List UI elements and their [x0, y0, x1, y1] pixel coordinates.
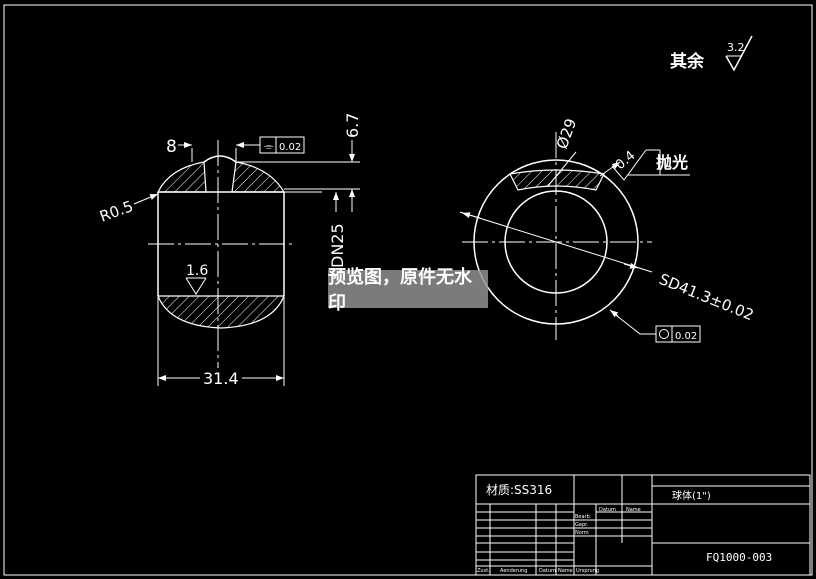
ball-bore-circle: [504, 190, 608, 294]
norm-label: Norm: [575, 530, 589, 536]
roundness-leader: [611, 311, 656, 335]
aenderung-label: Aenderung: [500, 568, 527, 574]
top-right-hatch: [231, 161, 286, 193]
roughness-1-6-text: 1.6: [186, 263, 208, 279]
top-left-hatch: [157, 161, 207, 193]
roughness-0-4-text: 0.4: [613, 148, 638, 173]
flatness-frame: [259, 136, 305, 154]
name2-label: Name: [558, 568, 573, 574]
gepr-label: Gepr.: [575, 522, 589, 528]
r0-5-text: R0.5: [97, 197, 135, 226]
ball-outer-circle: [473, 159, 639, 325]
polish-text: 抛光: [656, 153, 688, 172]
dn25-text: DN25: [328, 223, 347, 268]
r0-5-leader: [133, 193, 159, 205]
material-text: 材质:SS316: [486, 483, 552, 497]
hole-dia-text: Ø29: [553, 116, 580, 151]
left-section-view: 8 ⌯ 0.02 6.7 DN25 R0.5 1.6 31.4: [97, 113, 362, 388]
roundness-tolerance: 0.02: [675, 331, 697, 342]
drawing-frame: [3, 4, 813, 576]
drawing-number-text: FQ1000-003: [706, 551, 772, 564]
roundness-icon: [659, 329, 669, 339]
roundness-frame: [655, 325, 701, 343]
title-block: 材质:SS316 球体(1") FQ1000-003 Datum Name Be…: [475, 474, 811, 576]
zust-label: Zust.: [477, 568, 490, 574]
ursprung-label: Ursprung: [576, 568, 599, 574]
polish-leader: [599, 161, 621, 177]
hole-dia-leader: [547, 151, 577, 187]
bearb-label: Bearb.: [575, 514, 592, 520]
part-name-text: 球体(1"): [672, 489, 711, 502]
surface-finish-value: 3.2: [727, 41, 745, 54]
surface-finish-label: 其余: [670, 51, 705, 72]
roughness-0-4-symbol: [611, 149, 647, 181]
top-arc: [203, 155, 237, 163]
bottom-hatch: [157, 295, 285, 329]
roughness-1-6-symbol: [185, 277, 207, 295]
dim-6-7-text: 6.7: [343, 113, 362, 138]
name-label: Name: [626, 507, 641, 513]
sphere-dia-text: SD41.3±0.02: [657, 270, 757, 324]
flatness-icon: ⌯: [264, 139, 274, 153]
seat-hatch: [509, 169, 605, 191]
preview-watermark: 预览图，原件无水印: [328, 267, 488, 314]
sphere-dia-line: [459, 211, 653, 273]
flatness-tolerance: 0.02: [279, 142, 301, 153]
datum-label: Datum: [599, 507, 616, 513]
right-ball-view: Ø29 0.4 抛光 SD41.3±0.02 0.02: [459, 116, 757, 343]
dim-8-text: 8: [166, 137, 177, 157]
datum2-label: Datum: [539, 568, 556, 574]
surface-finish-symbol: [725, 35, 753, 72]
dim-31-4-text: 31.4: [203, 369, 239, 388]
